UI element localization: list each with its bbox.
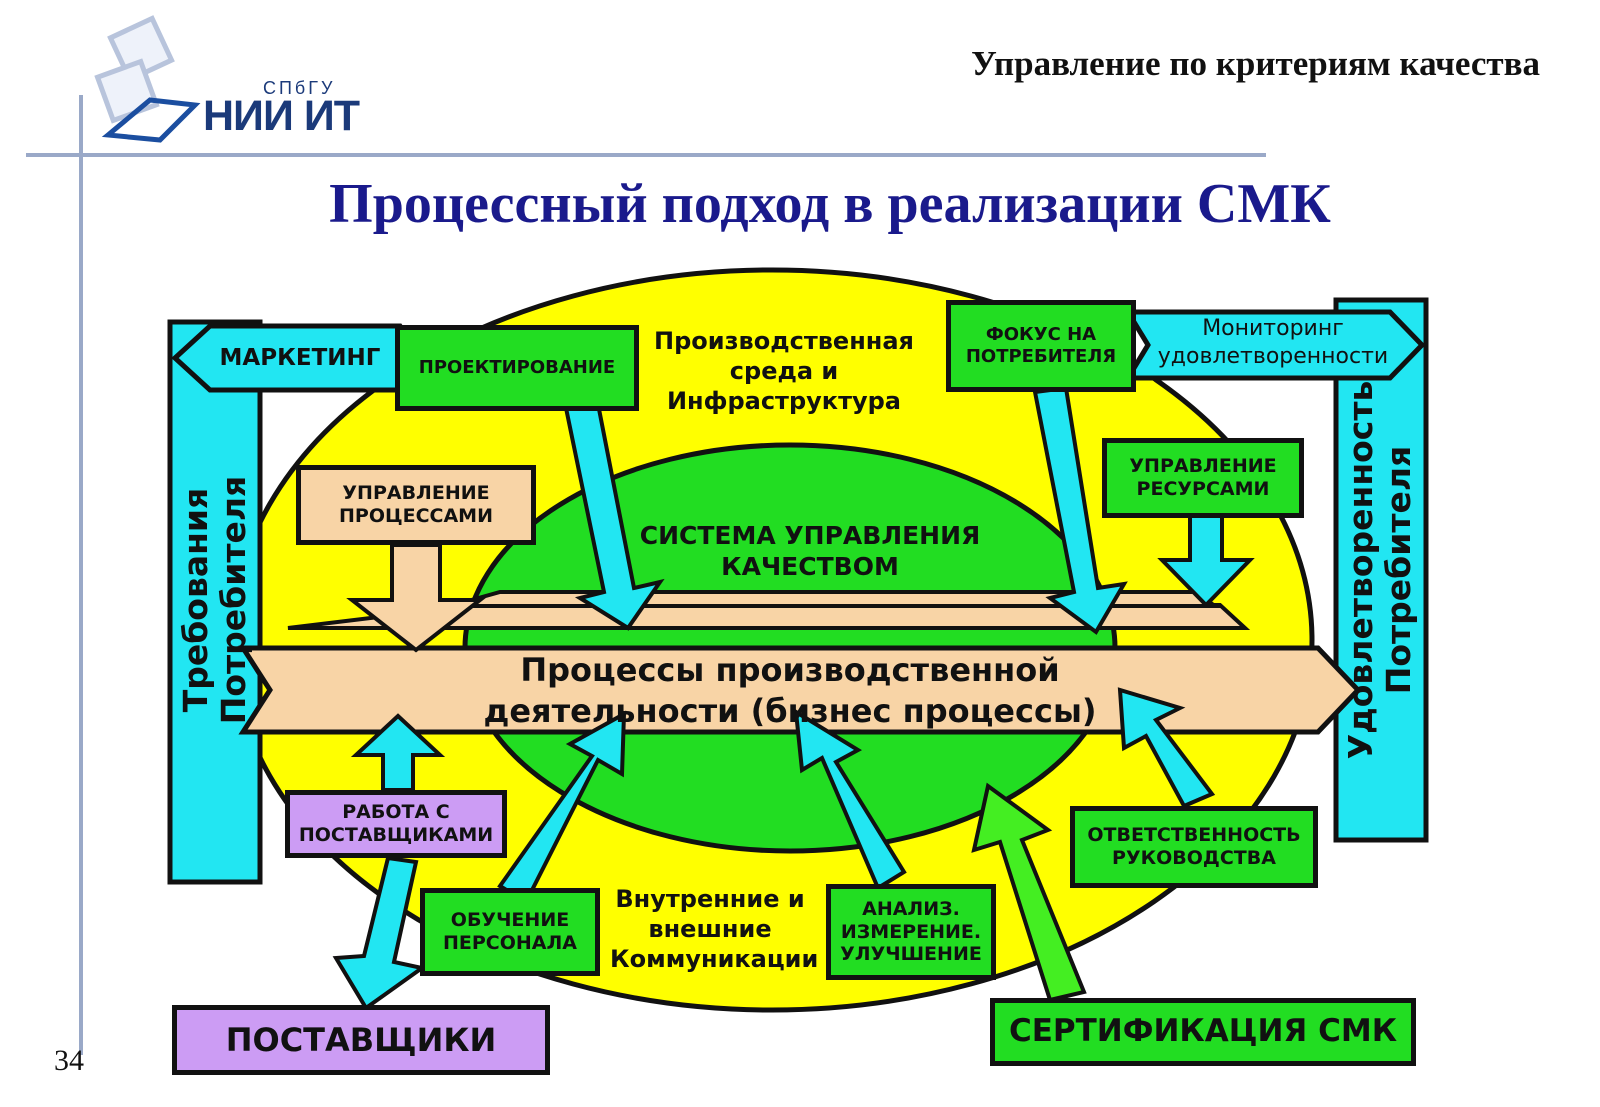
logo-squares-icon [94,15,201,143]
resource-management-box: УПРАВЛЕНИЕ РЕСУРСАМИ [1102,438,1304,518]
process-management-box: УПРАВЛЕНИЕ ПРОЦЕССАМИ [296,465,536,545]
supplier-down-arrow [332,855,427,1011]
supplier-work-up-arrow [350,713,446,792]
monitoring-arrow-shape [1123,309,1426,381]
suppliers-box: ПОСТАВЩИКИ [172,1005,550,1075]
logo-name: НИИ ИТ [203,92,360,140]
supplier-work-box: РАБОТА С ПОСТАВЩИКАМИ [285,790,507,858]
management-responsibility-box: ОТВЕТСТВЕННОСТЬ РУКОВОДСТВА [1070,806,1318,888]
central-process-arrow [238,645,1362,735]
process-management-arrow [346,543,486,653]
analysis-box: АНАЛИЗ. ИЗМЕРЕНИЕ. УЛУЧШЕНИЕ [826,884,996,980]
resources-arrow [1157,510,1255,608]
staff-training-box: ОБУЧЕНИЕ ПЕРСОНАЛА [420,888,600,976]
page-number: 34 [54,1044,84,1077]
design-arrow [563,401,665,631]
outer-zone-top-label: Производственная среда и Инфраструктура [654,327,914,415]
marketing-label: МАРКЕТИНГ [219,345,381,371]
outer-zone-bottom-label: Внутренние и внешние Коммуникации [610,885,819,973]
logo-subtitle: СПбГУ [263,78,336,98]
header-divider-line [26,153,1266,157]
analysis-arrow [793,708,907,891]
customer-requirements-column [167,319,263,885]
page-title: Процессный подход в реализации СМК [329,173,1331,235]
customer-satisfaction-column [1333,297,1429,843]
certification-arrow [971,782,1087,1003]
customer-satisfaction-label: Удовлетворенность Потребителя [1341,380,1418,760]
central-process-label: Процессы производственной деятельности (… [483,651,1097,730]
customer-focus-box: ФОКУС НА ПОТРЕБИТЕЛЯ [946,300,1136,392]
design-box: ПРОЕКТИРОВАНИЕ [395,325,639,411]
header-right-title: Управление по критериям качества [971,44,1540,83]
customer-requirements-label: Требования Потребителя [176,475,253,725]
certification-box: СЕРТИФИКАЦИЯ СМК [990,998,1416,1066]
customer-focus-arrow [1032,385,1128,635]
training-arrow [497,710,627,905]
left-vertical-line [79,95,83,1055]
monitoring-label: Мониторинг удовлетворенности [1157,316,1389,369]
responsibility-arrow [1117,687,1216,809]
cyan-arrows [332,385,1255,1011]
quality-system-label: СИСТЕМА УПРАВЛЕНИЯ КАЧЕСТВОМ [639,521,981,582]
